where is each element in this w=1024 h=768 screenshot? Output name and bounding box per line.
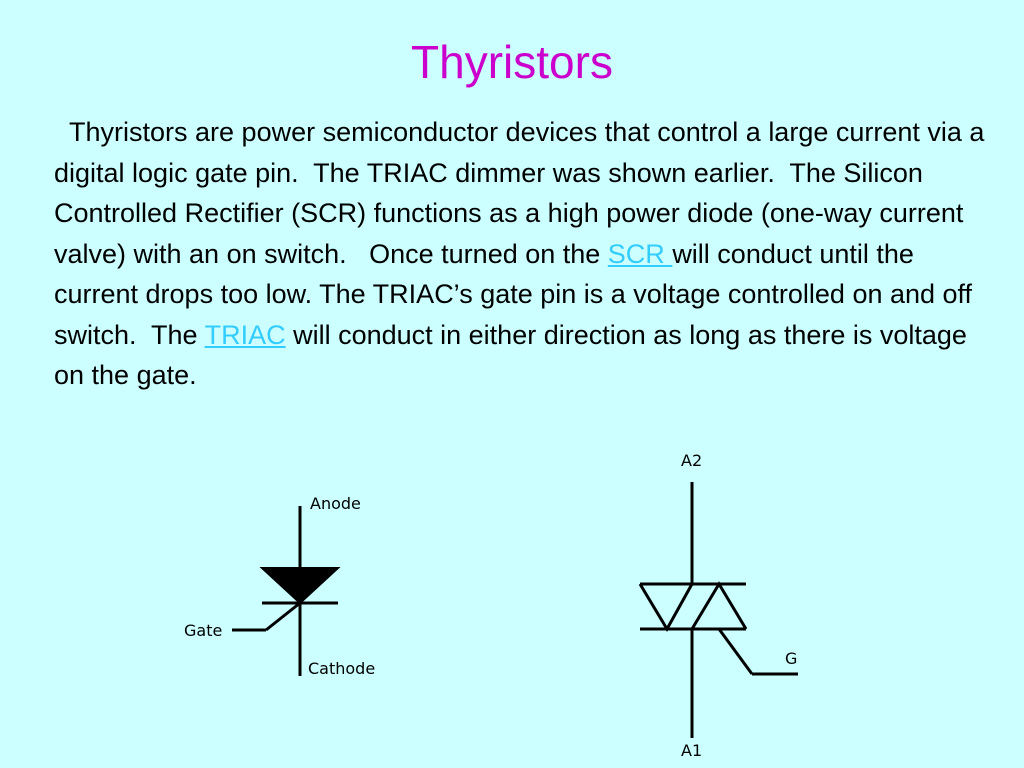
paragraph-text-part2: will conduct until the current drops too…	[54, 238, 980, 350]
scr-diode-triangle	[259, 567, 341, 605]
triac-link[interactable]: TRIAC	[204, 319, 286, 350]
scr-symbol-diagram: Anode Gate Cathode	[180, 488, 400, 688]
paragraph-text-part1: Thyristors are power semiconductor devic…	[54, 117, 992, 269]
triac-left-triangle	[638, 583, 694, 632]
triac-right-triangle	[690, 581, 748, 630]
scr-label-anode: Anode	[310, 494, 361, 513]
scr-gate-lead-diagonal	[265, 601, 301, 632]
triac-gate-lead-diagonal	[717, 628, 754, 675]
body-paragraph: Thyristors are power semiconductor devic…	[54, 112, 994, 396]
scr-label-cathode: Cathode	[308, 659, 375, 678]
scr-link[interactable]: SCR	[607, 238, 673, 269]
slide-title: Thyristors	[411, 36, 613, 88]
triac-label-a1: A1	[681, 741, 702, 760]
triac-label-a2: A2	[681, 451, 702, 470]
triac-symbol-diagram: A2 G A1	[630, 448, 820, 763]
triac-label-g: G	[785, 649, 797, 668]
paragraph-text-part3: will conduct in either direction as long…	[54, 319, 975, 391]
scr-label-gate: Gate	[184, 621, 222, 640]
